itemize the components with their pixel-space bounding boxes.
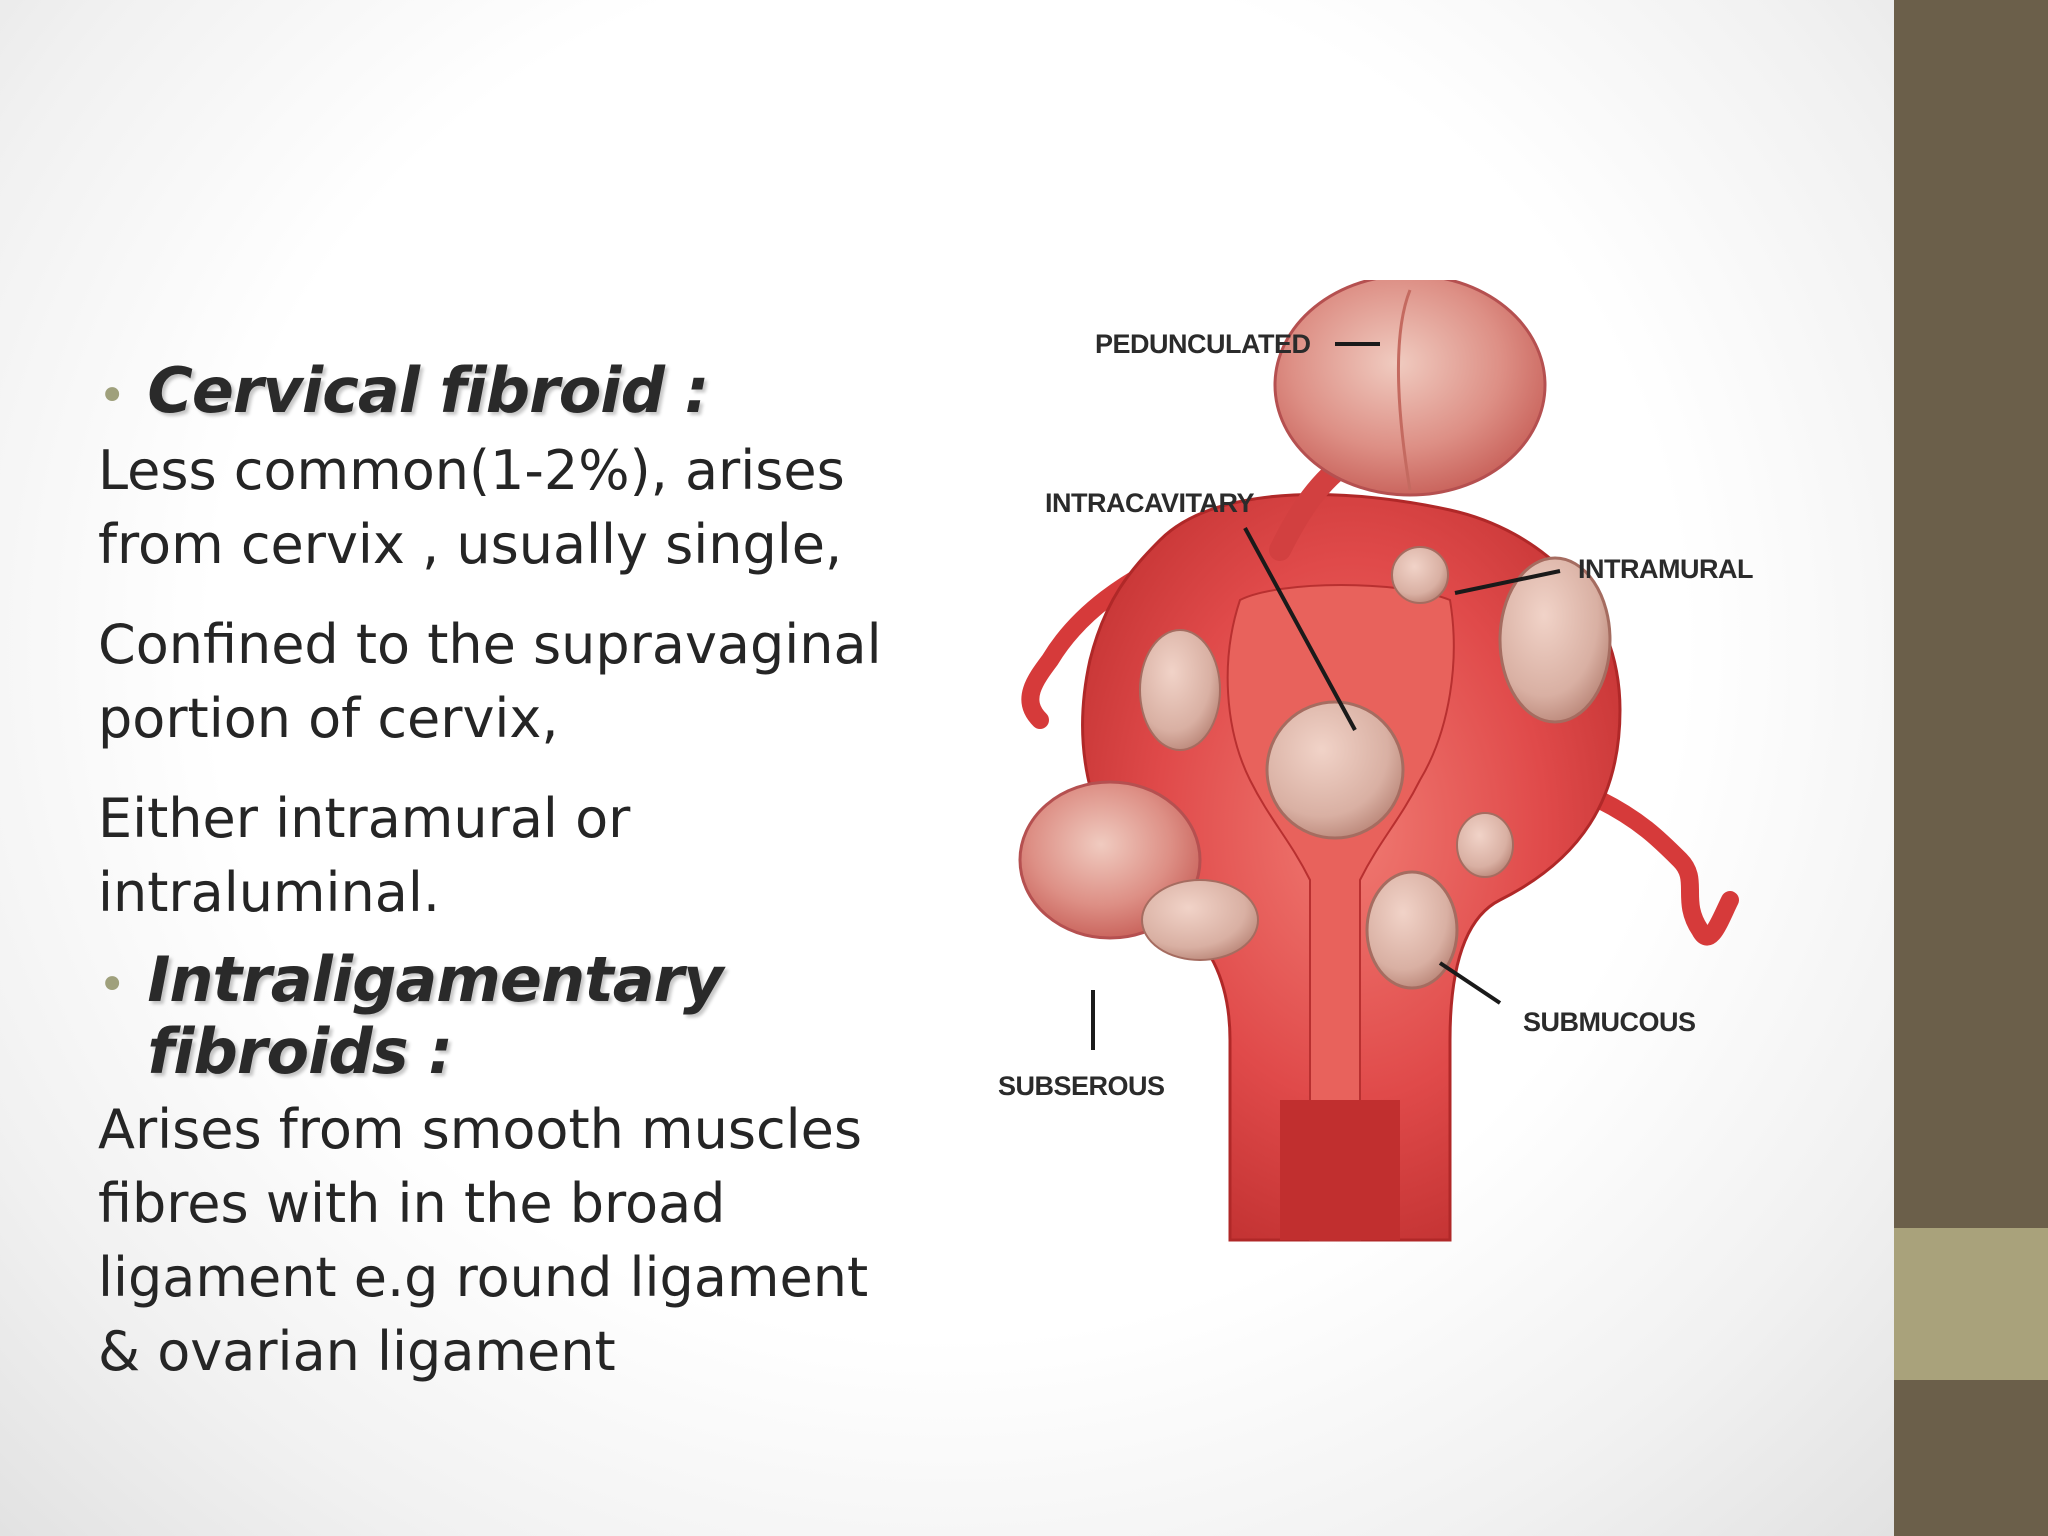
intramural-leader	[1454, 569, 1561, 595]
text-line: portion of cervix,	[98, 687, 559, 751]
label-pedunculated: PEDUNCULATED	[1095, 329, 1311, 359]
cervical-canal	[1280, 1100, 1400, 1240]
paragraph: Less common(1-2%), arises from cervix , …	[98, 434, 958, 582]
bullet-heading-intraligamentary: • Intraligamentary fibroids :	[98, 944, 958, 1087]
text-line: Less common(1-2%), arises	[98, 439, 845, 503]
submucous-fibroid	[1365, 870, 1459, 990]
label-submucous: SUBMUCOUS	[1523, 1007, 1696, 1037]
text-line: intraluminal.	[98, 861, 441, 925]
bullet-dot-icon: •	[98, 368, 126, 424]
label-intramural: INTRAMURAL	[1578, 554, 1753, 584]
wall-fibroid	[1139, 629, 1221, 751]
subserous-fibroid-small	[1141, 879, 1259, 961]
slide-text: • Cervical fibroid : Less common(1-2%), …	[98, 355, 958, 1389]
submucous-leader	[1438, 961, 1502, 1005]
side-accent-block	[1894, 1228, 2048, 1380]
label-intracavitary: INTRACAVITARY	[1045, 488, 1254, 518]
paragraph: Either intramural or intraluminal.	[98, 782, 958, 930]
intramural-fibroid	[1498, 556, 1612, 724]
pedunculated-fibroid	[1273, 280, 1547, 497]
text-line: from cervix , usually single,	[98, 513, 843, 577]
paragraph: Arises from smooth muscles fibres with i…	[98, 1093, 958, 1389]
intracavitary-leader	[1243, 527, 1357, 731]
heading-text: Cervical fibroid :	[147, 354, 709, 427]
intracavitary-fibroid	[1265, 700, 1405, 840]
small-intramural-fibroid	[1391, 546, 1449, 604]
text-line: & ovarian ligament	[98, 1319, 616, 1383]
text-line: Confined to the supravaginal	[98, 613, 882, 677]
text-line: fibres with in the broad	[98, 1171, 726, 1235]
small-wall-fibroid	[1456, 812, 1514, 878]
right-tube	[1591, 791, 1739, 946]
text-line: Arises from smooth muscles	[98, 1097, 863, 1161]
label-subserous: SUBSEROUS	[998, 1071, 1165, 1101]
text-line: ligament e.g round ligament	[98, 1245, 869, 1309]
paragraph: Confined to the supravaginal portion of …	[98, 608, 958, 756]
fibroid-section-line	[1396, 289, 1412, 491]
heading-text: Intraligamentary fibroids :	[147, 943, 723, 1088]
bullet-dot-icon: •	[98, 957, 126, 1014]
bullet-heading-cervical: • Cervical fibroid :	[98, 354, 958, 427]
uterine-fibroid-diagram: PEDUNCULATED INTRACAVITARY INTRAMURAL SU…	[998, 280, 1753, 1242]
text-line: Either intramural or	[98, 787, 631, 851]
